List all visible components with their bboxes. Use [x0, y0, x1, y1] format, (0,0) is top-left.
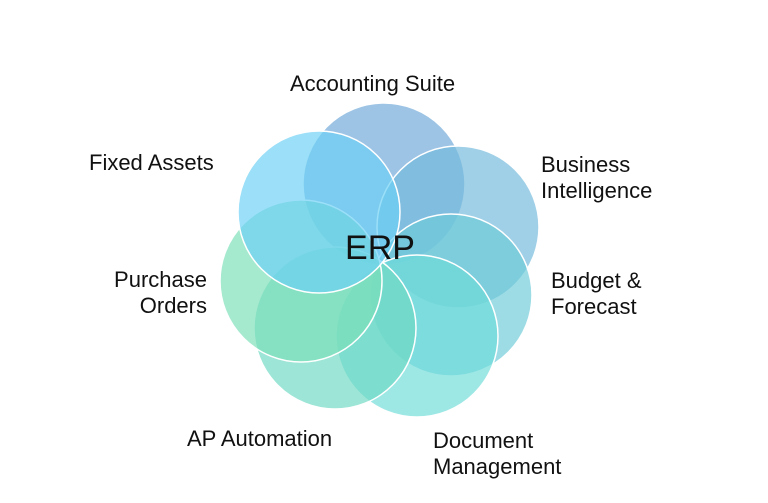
label-line: Orders [139, 293, 207, 318]
label-line: Forecast [551, 294, 637, 319]
label-budget-forecast: Budget & Forecast [551, 268, 642, 320]
center-label: ERP [345, 229, 415, 267]
petal-fixed-assets [237, 130, 401, 294]
label-line: Document [433, 428, 534, 453]
label-accounting-suite: Accounting Suite [290, 71, 455, 97]
label-line: Intelligence [541, 178, 653, 203]
label-document-management: Document Management [433, 428, 561, 480]
label-line: Fixed Assets [89, 150, 214, 175]
label-ap-automation: AP Automation [187, 426, 332, 452]
label-line: Purchase [114, 267, 207, 292]
label-fixed-assets: Fixed Assets [89, 150, 214, 176]
label-line: Budget & [551, 268, 642, 293]
label-line: Management [433, 454, 562, 479]
label-business-intelligence: Business Intelligence [541, 152, 652, 204]
label-purchase-orders: Purchase Orders [96, 267, 207, 319]
label-line: Accounting Suite [290, 71, 456, 96]
label-line: Business [541, 152, 631, 177]
label-line: AP Automation [187, 426, 333, 451]
